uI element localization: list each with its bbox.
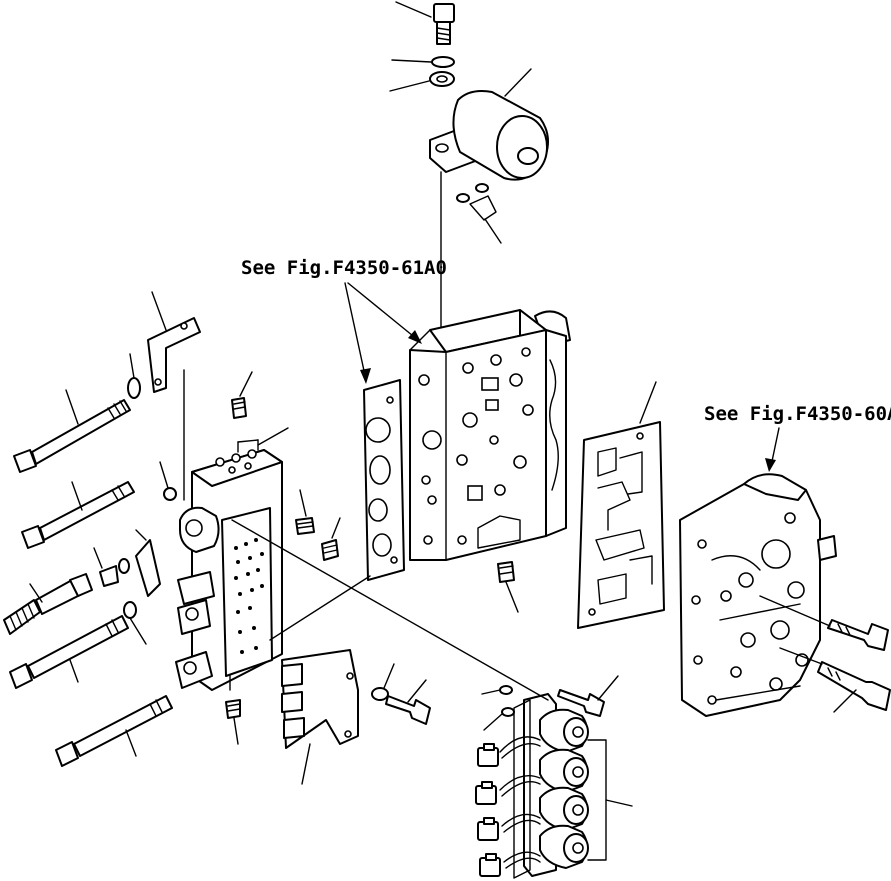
plug-mid-left xyxy=(295,489,315,535)
top-lock-washer xyxy=(391,56,455,68)
separator-gasket-small xyxy=(363,379,405,581)
connector-2 xyxy=(475,775,541,805)
connector-4 xyxy=(479,851,541,877)
washer-left-1 xyxy=(127,353,141,399)
plug-under-center xyxy=(497,561,519,613)
assembly-line-1 xyxy=(231,519,549,701)
reference-label-right: See Fig.F4350-60A0 xyxy=(704,403,891,425)
plug-left-small xyxy=(93,547,130,587)
port-pattern xyxy=(234,538,264,654)
o-rings-small xyxy=(456,183,502,244)
top-flat-washer xyxy=(389,71,455,92)
plug-center xyxy=(321,517,341,561)
plug-top-left xyxy=(231,371,253,419)
bolt-left-5 xyxy=(55,695,173,767)
plug-bottom-left xyxy=(225,699,241,745)
assembly-line-3 xyxy=(759,595,831,627)
separator-plate-right xyxy=(577,381,665,629)
reference-label-upper: See Fig.F4350-61A0 xyxy=(241,257,447,279)
valve-body-right xyxy=(679,473,837,717)
solenoid-coil-1 xyxy=(539,708,589,753)
bolt-left-2 xyxy=(21,481,135,549)
washer-center-bottom xyxy=(371,663,395,701)
bolt-center-bottom xyxy=(385,679,431,725)
bolt-left-3-stud xyxy=(3,573,93,635)
top-bolt xyxy=(395,1,455,45)
bolt-left-4 xyxy=(9,615,129,689)
solenoid-coil-2 xyxy=(539,748,589,793)
bracket-upper xyxy=(147,291,201,501)
bolt-right-lower xyxy=(817,661,891,713)
solenoid-coil-3 xyxy=(539,786,589,831)
connector-1 xyxy=(477,736,541,767)
clip-left xyxy=(135,529,161,597)
bolt-solenoid-pack xyxy=(557,675,619,717)
valve-body-left xyxy=(175,427,289,691)
washer-left-2 xyxy=(159,461,177,501)
solenoid-valve xyxy=(429,68,549,346)
washers-solenoid-pack xyxy=(481,685,515,731)
solenoid-coil-4 xyxy=(539,824,589,869)
bolt-right-upper xyxy=(827,619,889,651)
solenoid-valve-pack xyxy=(475,693,633,879)
reference-arrow-right xyxy=(765,427,780,472)
reference-arrows-upper xyxy=(344,282,422,384)
assembly-line-4 xyxy=(779,647,823,665)
connector-3 xyxy=(477,813,541,841)
cover-plate-tabs xyxy=(281,649,359,785)
valve-body-center xyxy=(409,309,571,561)
assembly-line-2 xyxy=(269,575,371,641)
washer-left-4 xyxy=(123,601,147,645)
bolt-left-1 xyxy=(13,389,131,473)
